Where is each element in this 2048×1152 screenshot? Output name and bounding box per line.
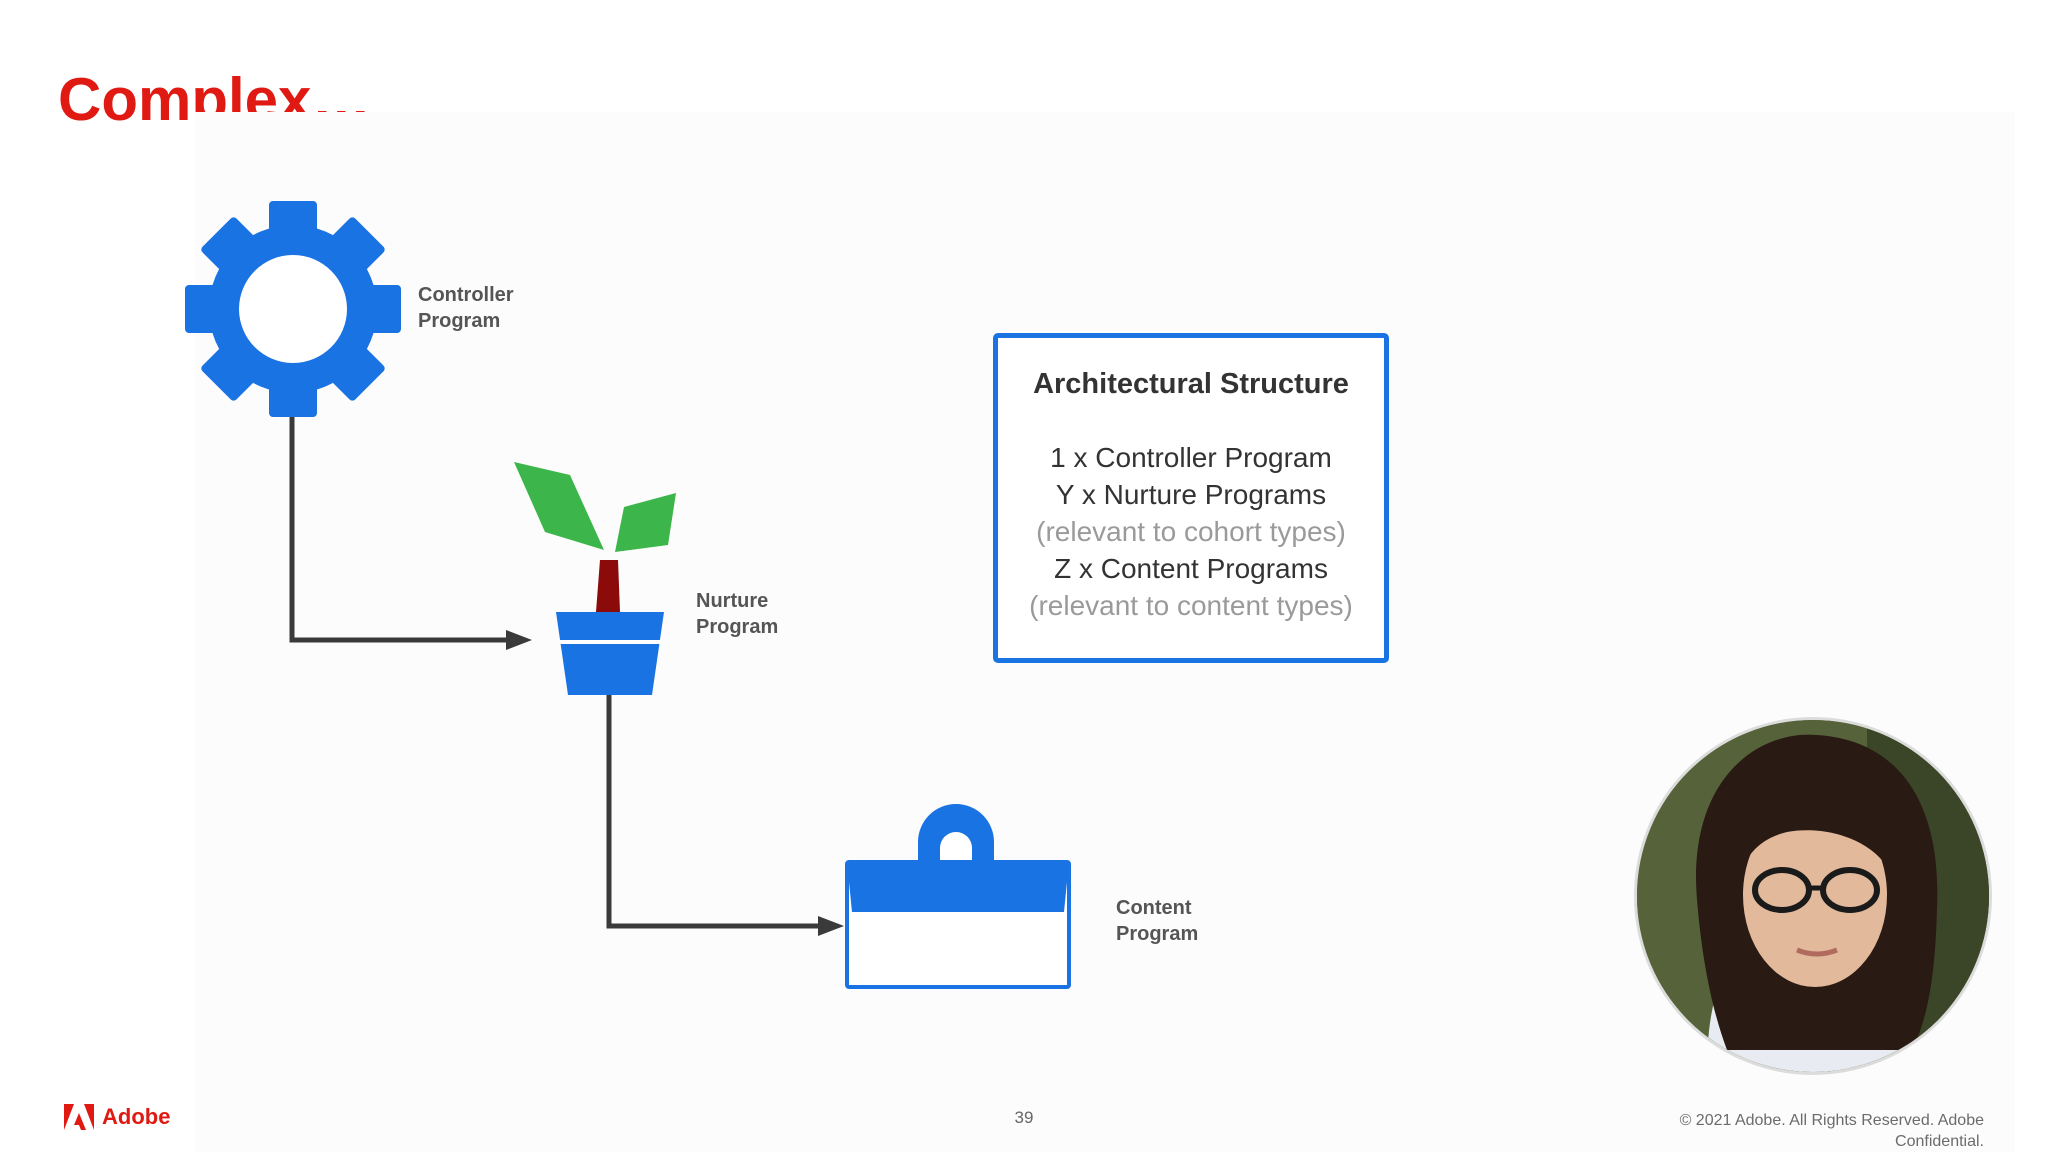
adobe-logo-icon <box>64 1104 94 1130</box>
controller-program-label: Controller Program <box>418 284 514 332</box>
arrowhead-nurture-to-content <box>818 916 844 936</box>
arrowhead-controller-to-nurture <box>506 630 532 650</box>
nurture-program-label: Nurture Program <box>696 590 779 638</box>
copyright-line-1: © 2021 Adobe. All Rights Reserved. Adobe <box>1679 1112 1984 1129</box>
arch-note-content: (relevant to content types) <box>1029 590 1353 621</box>
architectural-structure-title: Architectural Structure <box>1033 368 1349 400</box>
copyright-line-2: Confidential. <box>1895 1133 1984 1150</box>
content-program-label: Content Program <box>1116 897 1199 945</box>
arch-line-content: Z x Content Programs <box>1054 553 1328 584</box>
architectural-structure-box: Architectural Structure 1 x Controller P… <box>993 333 1389 663</box>
arch-line-controller: 1 x Controller Program <box>1050 442 1332 473</box>
copyright-notice: © 2021 Adobe. All Rights Reserved. Adobe… <box>1624 1110 1984 1152</box>
arch-line-nurture: Y x Nurture Programs <box>1055 479 1327 510</box>
presenter-portrait-illustration <box>1637 720 1989 1072</box>
adobe-logo-text: Adobe <box>102 1104 171 1129</box>
arch-note-cohort: (relevant to cohort types) <box>1036 516 1346 547</box>
page-number: 39 <box>1014 1108 1034 1127</box>
presenter-avatar <box>1634 717 1992 1075</box>
bag-icon <box>845 804 1071 989</box>
adobe-logo: Adobe <box>64 1104 170 1130</box>
connector-nurture-to-content <box>606 695 824 929</box>
gear-icon <box>185 201 401 417</box>
connector-controller-to-nurture <box>289 410 512 643</box>
plant-pot-icon <box>514 462 676 695</box>
